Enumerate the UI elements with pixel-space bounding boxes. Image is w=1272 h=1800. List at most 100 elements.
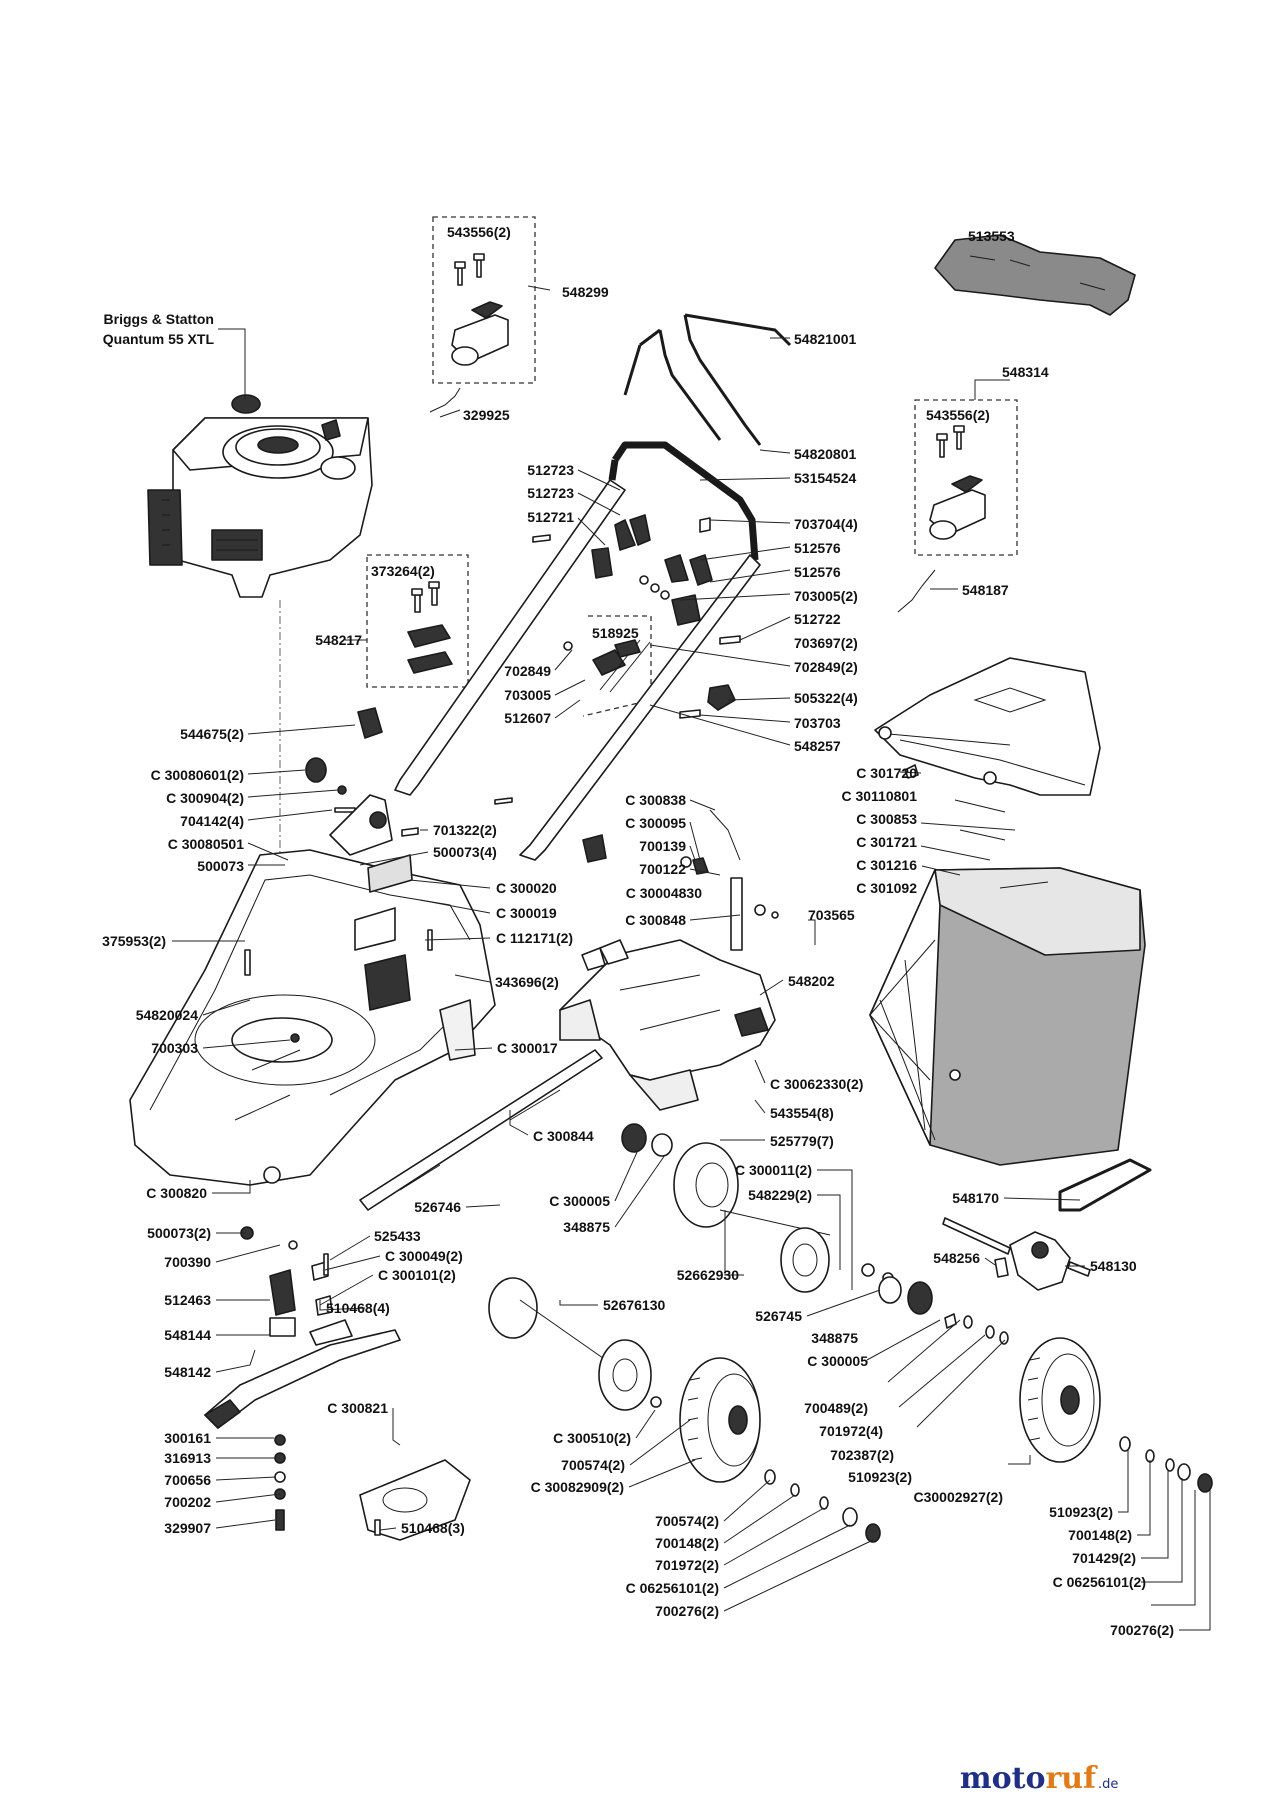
- part-label: 701972(4): [819, 1423, 883, 1439]
- part-label: C 300848: [625, 912, 686, 928]
- part-label: 316913: [164, 1450, 211, 1466]
- part-label: C 300020: [496, 880, 557, 896]
- engine-label: Briggs & Statton Quantum 55 XTL: [103, 311, 215, 347]
- part-label: 54820024: [136, 1007, 199, 1023]
- part-label: C 300101(2): [378, 1267, 456, 1283]
- part-label: C 300838: [625, 792, 686, 808]
- part-labels: 543556(2) 548299 329925 513553 54821001 …: [102, 224, 1174, 1638]
- part-label: C 300005: [549, 1193, 610, 1209]
- part-label: 513553: [968, 228, 1015, 244]
- mower-deck: [129, 849, 496, 1186]
- part-label: 500073(4): [433, 844, 497, 860]
- group-548314: [914, 399, 1018, 556]
- part-label: C 301720: [856, 765, 917, 781]
- part-label: 300161: [164, 1430, 211, 1446]
- part-label: 329925: [463, 407, 510, 423]
- part-label: C 300510(2): [553, 1430, 631, 1446]
- part-label: 512721: [527, 509, 574, 525]
- part-label: 701322(2): [433, 822, 497, 838]
- drive-housing: [359, 939, 776, 1211]
- part-label: 548130: [1090, 1258, 1137, 1274]
- part-label: 510923(2): [1049, 1504, 1113, 1520]
- part-label: C 300844: [533, 1128, 594, 1144]
- part-label: C 300017: [497, 1040, 558, 1056]
- part-label: 548314: [1002, 364, 1049, 380]
- part-label: 54821001: [794, 331, 857, 347]
- clamp-set-left: [407, 581, 453, 674]
- part-label: C 112171(2): [496, 930, 573, 946]
- part-label: 548187: [962, 582, 1009, 598]
- part-label: 702849: [504, 663, 551, 679]
- part-label: 701972(2): [655, 1557, 719, 1573]
- part-label: 518925: [592, 625, 639, 641]
- cable-clamp-top: [429, 253, 509, 413]
- part-label: C 300005: [807, 1353, 868, 1369]
- part-label: C 301216: [856, 857, 917, 873]
- part-label: C 301721: [856, 834, 917, 850]
- part-label: 703697(2): [794, 635, 858, 651]
- part-label: 373264(2): [371, 563, 435, 579]
- watermark-logo: motoruf .de: [960, 1761, 1119, 1796]
- part-label: 343696(2): [495, 974, 559, 990]
- part-label: 543556(2): [447, 224, 511, 240]
- engine-model: Quantum 55 XTL: [103, 331, 215, 347]
- part-label: 700390: [164, 1254, 211, 1270]
- part-label: 525433: [374, 1228, 421, 1244]
- part-label: 700148(2): [1068, 1527, 1132, 1543]
- blade-assembly: [204, 1226, 471, 1541]
- part-label: 526745: [755, 1308, 802, 1324]
- part-label: 700574(2): [561, 1457, 625, 1473]
- part-label: 500073(2): [147, 1225, 211, 1241]
- part-label: 703005(2): [794, 588, 858, 604]
- part-label: C 300049(2): [385, 1248, 463, 1264]
- part-label: 700276(2): [1110, 1622, 1174, 1638]
- part-label: 700276(2): [655, 1603, 719, 1619]
- part-label: 702849(2): [794, 659, 858, 675]
- part-label: 548256: [933, 1250, 980, 1266]
- engine-assembly: [147, 394, 373, 990]
- part-label: 512722: [794, 611, 841, 627]
- group-548217: [366, 554, 469, 688]
- part-label: C 06256101(2): [1053, 1574, 1146, 1590]
- part-label: 512463: [164, 1292, 211, 1308]
- part-label: 548217: [315, 632, 362, 648]
- part-label: 548142: [164, 1364, 211, 1380]
- part-label: 512723: [527, 462, 574, 478]
- part-label: 512723: [527, 485, 574, 501]
- cable-clamp-right: [897, 425, 986, 613]
- part-label: 510468(3): [401, 1520, 465, 1536]
- part-label: C 30080501: [168, 836, 245, 852]
- part-label: C 300095: [625, 815, 686, 831]
- grass-catcher: [869, 657, 1146, 1166]
- drive-and-wheels: [488, 1123, 1213, 1543]
- part-label: 510923(2): [848, 1469, 912, 1485]
- part-label: C30002927(2): [913, 1489, 1003, 1505]
- part-label: 701429(2): [1072, 1550, 1136, 1566]
- part-label: 548144: [164, 1327, 211, 1343]
- part-label: 700489(2): [804, 1400, 868, 1416]
- part-label: C 300904(2): [166, 790, 244, 806]
- part-label: 512607: [504, 710, 551, 726]
- part-label: 543554(8): [770, 1105, 834, 1121]
- part-label: C 300011(2): [735, 1162, 812, 1178]
- part-label: C 300853: [856, 811, 917, 827]
- part-label: 703703: [794, 715, 841, 731]
- part-label: 700303: [151, 1040, 198, 1056]
- part-label: 548202: [788, 973, 835, 989]
- part-label: 700574(2): [655, 1513, 719, 1529]
- part-label: C 30004830: [626, 885, 703, 901]
- part-label: 700148(2): [655, 1535, 719, 1551]
- leader-lines: [172, 259, 1211, 1631]
- part-label: 505322(4): [794, 690, 858, 706]
- svg-text:motoruf: motoruf: [960, 1761, 1098, 1796]
- part-label: 543556(2): [926, 407, 990, 423]
- part-label: 548257: [794, 738, 841, 754]
- part-label: 52662930: [677, 1267, 740, 1283]
- part-label: 702387(2): [830, 1447, 894, 1463]
- part-label: 512576: [794, 564, 841, 580]
- part-label: C 30082909(2): [531, 1479, 624, 1495]
- part-label: C 06256101(2): [626, 1580, 719, 1596]
- part-label: 700656: [164, 1472, 211, 1488]
- part-label: 544675(2): [180, 726, 244, 742]
